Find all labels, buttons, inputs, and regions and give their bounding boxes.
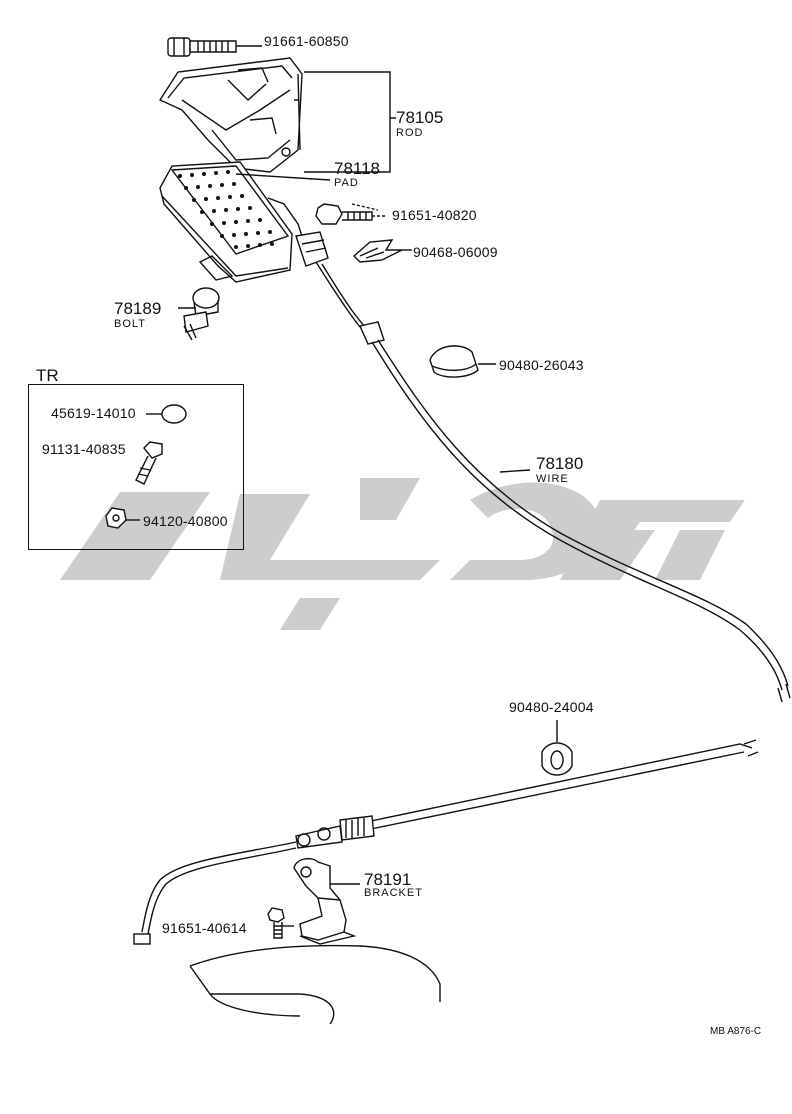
- grommet-90480-24004-drawing: [541, 720, 573, 776]
- label-bolt: BOLT: [114, 318, 146, 330]
- wire-78180-drawing: [267, 197, 791, 703]
- rod-78105-drawing: [158, 57, 396, 173]
- label-78118: 78118: [334, 159, 381, 178]
- tr-box: [28, 384, 244, 550]
- bolt-78189-drawing: [178, 287, 220, 341]
- floor-panel-drawing: [189, 944, 441, 1025]
- label-78180: 78180: [536, 454, 584, 473]
- label-rod: ROD: [396, 127, 424, 139]
- line-art: [105, 37, 791, 1025]
- footer-code: MB A876-C: [710, 1026, 762, 1037]
- bolt-91661-60850-drawing: [167, 37, 262, 57]
- clip-90468-06009-drawing: [352, 239, 412, 263]
- label-78105: 78105: [396, 108, 444, 127]
- tr-item-94120-40800: 94120-40800: [143, 513, 228, 529]
- label-90468-06009: 90468-06009: [413, 244, 498, 260]
- label-78189: 78189: [114, 299, 162, 318]
- label-wire: WIRE: [536, 473, 569, 485]
- tr-box-title: TR: [36, 366, 59, 385]
- label-pad: PAD: [334, 177, 359, 189]
- tr-box-parts-drawing: [105, 404, 187, 529]
- tr-item-45619-14010: 45619-14010: [51, 405, 136, 421]
- label-78191: 78191: [364, 870, 412, 889]
- lower-cable-drawing: [133, 739, 759, 945]
- bolt-91651-40614-drawing: [267, 907, 294, 939]
- bolt-91651-40820-drawing: [315, 203, 386, 225]
- label-bracket: BRACKET: [364, 887, 423, 899]
- tr-item-91131-40835: 91131-40835: [42, 441, 126, 457]
- watermark-logo: [60, 478, 745, 630]
- label-91651-40614: 91651-40614: [162, 920, 247, 936]
- grommet-90480-26043-drawing: [429, 345, 496, 378]
- pad-78118-drawing: [159, 161, 331, 283]
- label-90480-24004: 90480-24004: [509, 699, 594, 715]
- bracket-78191-drawing: [293, 857, 360, 945]
- label-91661-60850: 91661-60850: [264, 33, 349, 49]
- label-90480-26043: 90480-26043: [499, 357, 584, 373]
- label-91651-40820: 91651-40820: [392, 207, 477, 223]
